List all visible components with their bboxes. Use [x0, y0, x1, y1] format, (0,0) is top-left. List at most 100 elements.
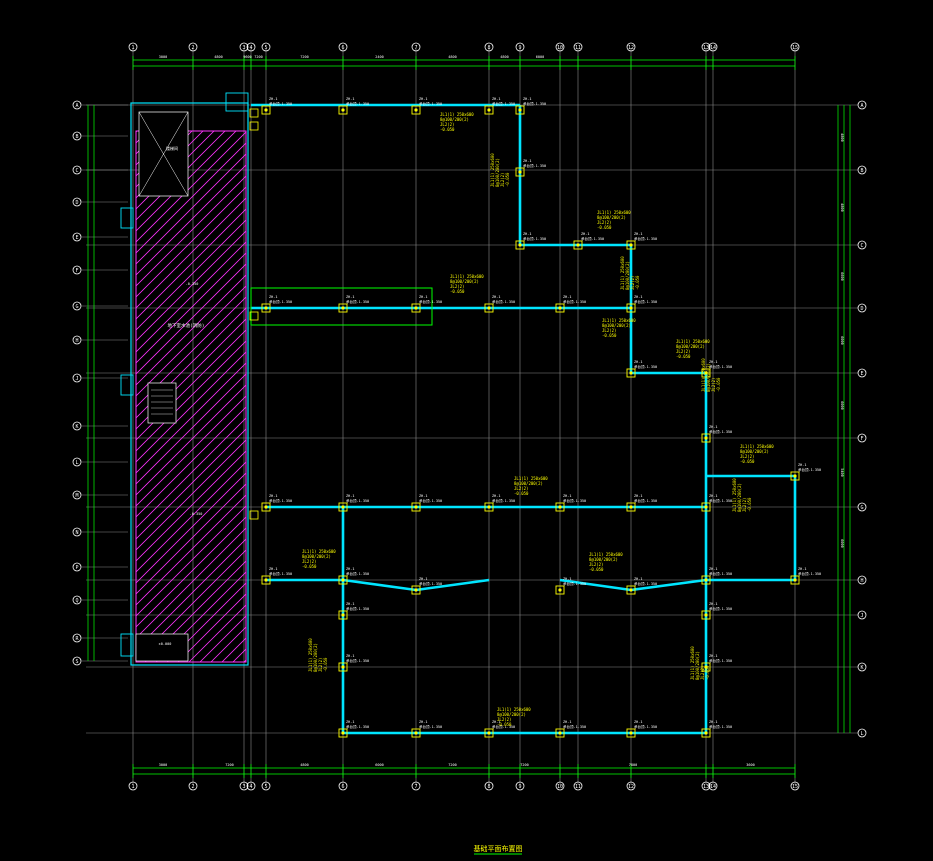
beam-tag-c: -0.050	[450, 289, 465, 294]
pile-dot	[558, 306, 562, 310]
beam-note: 8@100/200(2)	[706, 363, 711, 392]
pile-dot	[704, 731, 708, 735]
pile-dot	[264, 578, 268, 582]
hatch-line	[188, 604, 246, 662]
pile-cap	[626, 585, 636, 595]
hatch-line	[177, 593, 246, 662]
axis-label: 3	[242, 45, 245, 51]
pile-tag: ZH-1	[419, 494, 427, 498]
beam-note: 8@100/200(2)	[313, 643, 318, 672]
pile-dot	[576, 243, 580, 247]
beam-tag-c: -0.050	[505, 172, 510, 187]
pile-dot	[341, 306, 345, 310]
elevation-tag: 承台顶-1.350	[709, 429, 732, 434]
pile-tag: ZH-1	[523, 97, 531, 101]
axis-bubble	[411, 42, 421, 52]
pile-tag: ZH-1	[346, 97, 354, 101]
beam-tag-c: -0.050	[676, 354, 691, 359]
pile-dot	[558, 505, 562, 509]
pile-tag: ZH-1	[419, 577, 427, 581]
core-text-mark: ±0.000	[159, 642, 172, 646]
axis-label: 15	[792, 784, 798, 790]
axis-bubble	[857, 433, 867, 443]
axis-bubble	[857, 502, 867, 512]
pile-tag: ZH-1	[492, 295, 500, 299]
axis-label: E	[75, 235, 78, 241]
pile-dot	[414, 588, 418, 592]
pile-tag: ZH-1	[492, 494, 500, 498]
pile-cap	[515, 105, 525, 115]
pile-cap	[338, 575, 348, 585]
axis-bubble	[857, 100, 867, 110]
axis-label: 4	[249, 784, 252, 790]
pile-dot	[629, 731, 633, 735]
pile-tag: ZH-1	[709, 360, 717, 364]
elevation-tag: 承台顶-1.350	[523, 163, 546, 168]
beam-tag-b: JL2(2)	[740, 454, 754, 459]
hatch-line	[136, 505, 246, 617]
elevation-tag: 承台顶-1.350	[709, 606, 732, 611]
axis-label: 6	[341, 784, 344, 790]
pile-tag: ZH-1	[563, 720, 571, 724]
beam-tag-c: -0.050	[602, 333, 617, 338]
pile-tag: ZH-1	[709, 602, 717, 606]
axis-bubble	[857, 303, 867, 313]
axis-label: L	[75, 460, 78, 466]
hatch-line	[136, 131, 237, 232]
dim-text: 7200	[448, 763, 456, 767]
pile-cap	[515, 167, 525, 177]
pile-cap	[701, 368, 711, 378]
axis-label: R	[75, 636, 79, 642]
beam-tag-c: -0.050	[589, 567, 604, 572]
axis-label: S	[75, 659, 78, 665]
pile-tag: ZH-1	[634, 232, 642, 236]
pile-dot	[341, 505, 345, 509]
elevation-tag: 承台顶-1.350	[419, 101, 442, 106]
hatch-line	[136, 131, 226, 221]
pile-tag: ZH-1	[798, 463, 806, 467]
axis-label: 1	[131, 45, 134, 51]
pile-dot	[341, 613, 345, 617]
pile-dot	[558, 588, 562, 592]
pile-dot	[487, 108, 491, 112]
elevation-tag: 承台顶-1.350	[492, 724, 515, 729]
dim-text-side: 6600	[840, 272, 844, 280]
wall-stub	[225, 92, 249, 112]
pile-tag: ZH-1	[269, 97, 277, 101]
pile-cap	[484, 728, 494, 738]
axis-bubble	[626, 781, 636, 791]
pile-tag: ZH-1	[798, 567, 806, 571]
hatch-line	[136, 461, 246, 573]
elevation-tag: 承台顶-1.350	[709, 498, 732, 503]
beam-tag-c: -0.050	[597, 225, 612, 230]
pile-dot	[487, 731, 491, 735]
pile-cap	[626, 240, 636, 250]
junction-mark	[249, 510, 259, 520]
beam-note: 8@100/200(2)	[450, 279, 479, 284]
beam-tag-c: -0.050	[514, 491, 529, 496]
pile-dot	[558, 731, 562, 735]
pile-dot	[518, 108, 522, 112]
beam-tag: JL1(1) 250x600	[450, 274, 484, 279]
elevation-tag: 承台顶-1.350	[346, 498, 369, 503]
pile-cap	[701, 575, 711, 585]
axis-label: 8	[487, 784, 490, 790]
axis-bubble	[338, 781, 348, 791]
pile-tag: ZH-1	[346, 494, 354, 498]
junction-mark	[249, 311, 259, 321]
elevator-box	[147, 382, 177, 424]
axis-bubble	[128, 42, 138, 52]
pile-tag: ZH-1	[419, 97, 427, 101]
axis-label: J	[75, 376, 78, 382]
axis-label: 11	[575, 45, 581, 51]
elevation-tag: 承台顶-1.350	[419, 724, 442, 729]
axis-bubble	[857, 240, 867, 250]
beam-note: 8@100/200(2)	[497, 712, 526, 717]
elevation-tag: 承台顶-1.350	[523, 101, 546, 106]
